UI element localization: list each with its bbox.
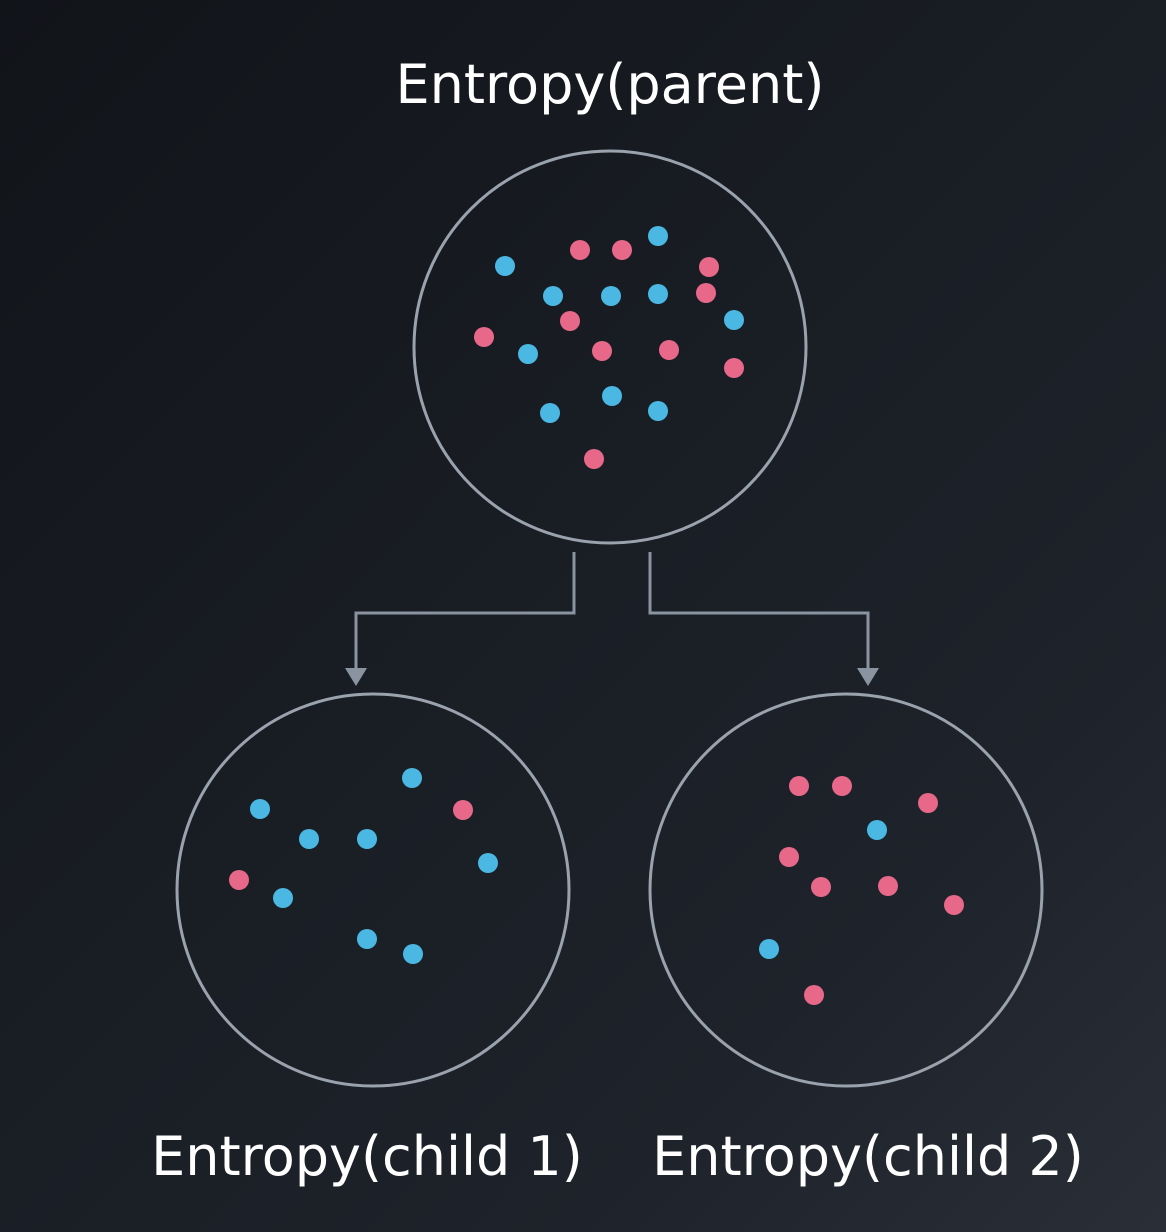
pink-dot: [779, 847, 799, 867]
blue-dot: [648, 401, 668, 421]
pink-dot: [918, 793, 938, 813]
parent-node-circle: [412, 149, 808, 545]
pink-dot: [570, 240, 590, 260]
parent-dots: [474, 226, 744, 469]
blue-dot: [250, 799, 270, 819]
pink-dot: [878, 876, 898, 896]
pink-dot: [699, 257, 719, 277]
pink-dot: [474, 327, 494, 347]
blue-dot: [543, 286, 563, 306]
child2-node-circle: [648, 692, 1044, 1088]
pink-dot: [229, 870, 249, 890]
child1-dots: [229, 768, 498, 964]
pink-dot: [453, 800, 473, 820]
arrow-to-child2: [648, 552, 879, 686]
blue-dot: [403, 944, 423, 964]
child1-entropy-label: Entropy(child 1): [151, 1125, 583, 1188]
pink-dot: [592, 341, 612, 361]
blue-dot: [724, 310, 744, 330]
blue-dot: [273, 888, 293, 908]
pink-dot: [944, 895, 964, 915]
pink-dot: [789, 776, 809, 796]
pink-dot: [832, 776, 852, 796]
child1-node-circle: [175, 692, 571, 1088]
blue-dot: [601, 286, 621, 306]
pink-dot: [811, 877, 831, 897]
blue-dot: [495, 256, 515, 276]
child2-entropy-label: Entropy(child 2): [652, 1125, 1084, 1188]
pink-dot: [560, 311, 580, 331]
pink-dot: [584, 449, 604, 469]
blue-dot: [357, 929, 377, 949]
blue-dot: [648, 226, 668, 246]
pink-dot: [804, 985, 824, 1005]
pink-dot: [696, 283, 716, 303]
pink-dot: [659, 340, 679, 360]
blue-dot: [299, 829, 319, 849]
arrow-to-child1: [345, 552, 576, 686]
child2-dots: [759, 776, 964, 1005]
pink-dot: [724, 358, 744, 378]
pink-dot: [612, 240, 632, 260]
parent-entropy-label: Entropy(parent): [395, 53, 825, 116]
blue-dot: [540, 403, 560, 423]
blue-dot: [518, 344, 538, 364]
blue-dot: [602, 386, 622, 406]
blue-dot: [357, 829, 377, 849]
blue-dot: [478, 853, 498, 873]
blue-dot: [867, 820, 887, 840]
blue-dot: [648, 284, 668, 304]
blue-dot: [759, 939, 779, 959]
blue-dot: [402, 768, 422, 788]
